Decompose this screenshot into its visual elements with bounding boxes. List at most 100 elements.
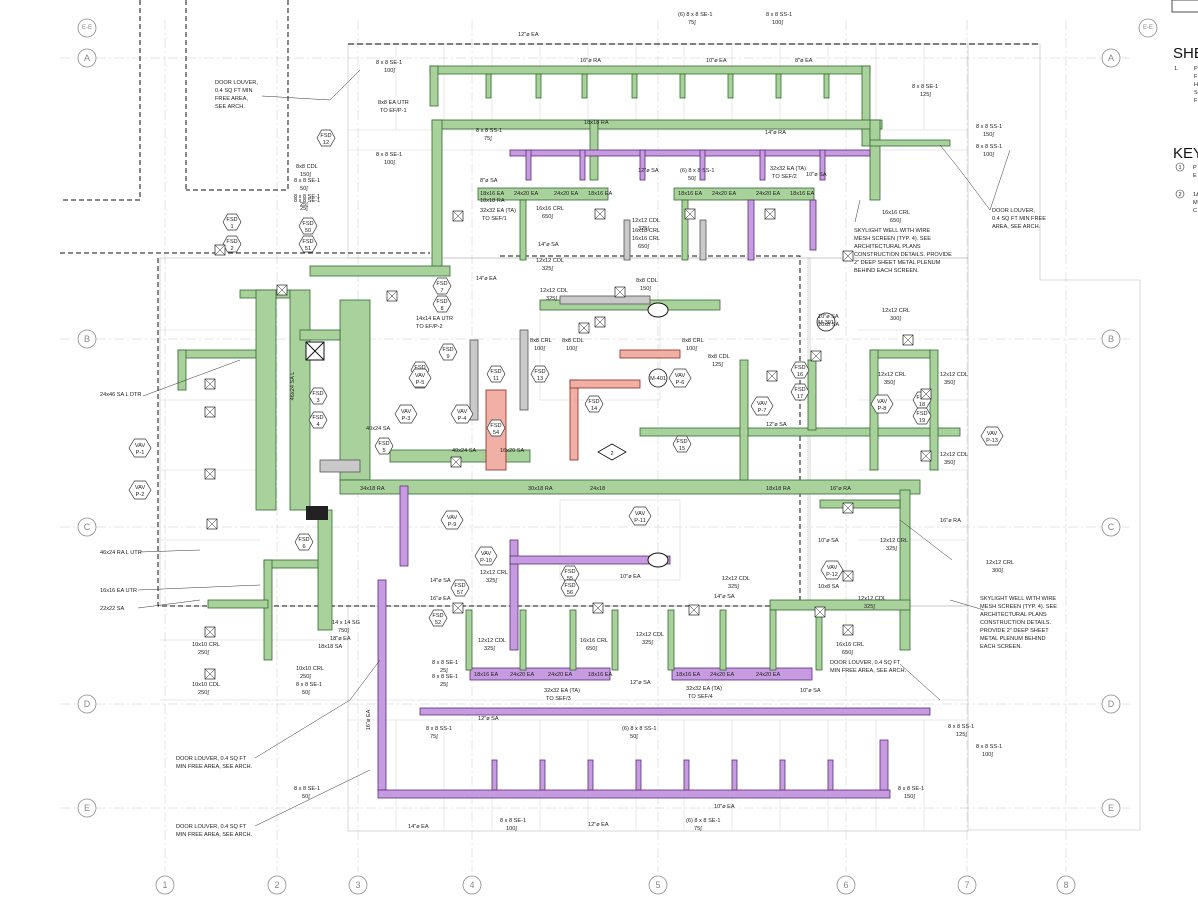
fsd-tag-type: FSD bbox=[226, 239, 237, 245]
diffuser-icon[interactable] bbox=[204, 626, 216, 638]
grid-ref-left: E-E bbox=[77, 18, 97, 38]
diffuser-icon[interactable] bbox=[814, 606, 826, 618]
diffuser-icon[interactable] bbox=[594, 316, 606, 328]
diffuser-icon[interactable] bbox=[450, 456, 462, 468]
diffuser-icon[interactable] bbox=[766, 370, 778, 382]
fsd-tag-type: FSD bbox=[564, 583, 575, 589]
label-l-50b: 50∫ bbox=[300, 186, 308, 192]
fan-m301[interactable]: M-301 bbox=[816, 312, 836, 332]
grid-column-6: 6 bbox=[836, 875, 856, 895]
label-l-650d: 650∫ bbox=[842, 650, 853, 656]
diffuser-icon[interactable] bbox=[592, 602, 604, 614]
diffuser-icon[interactable] bbox=[920, 388, 932, 400]
label-l-skylight-b1: SKYLIGHT WELL WITH WIRE bbox=[980, 596, 1056, 602]
grid-column-label: 8 bbox=[1063, 880, 1068, 890]
diffuser-icon[interactable] bbox=[452, 210, 464, 222]
diffuser-icon[interactable] bbox=[386, 290, 398, 302]
label-l-18x16ea-e: 18x16 EA bbox=[588, 672, 613, 678]
diffuser-icon[interactable] bbox=[842, 624, 854, 636]
diffuser-icon[interactable] bbox=[764, 208, 776, 220]
diffuser-icon[interactable] bbox=[594, 208, 606, 220]
left-supply-header bbox=[309, 265, 451, 277]
diffuser-icon[interactable] bbox=[206, 518, 218, 530]
exhaust-fan-unit[interactable] bbox=[306, 506, 328, 520]
diffuser-icon[interactable] bbox=[842, 502, 854, 514]
label-l-650e: 650∫ bbox=[586, 646, 597, 652]
diffuser-icon[interactable] bbox=[842, 250, 854, 262]
fsd-tag-number: 55 bbox=[567, 576, 573, 582]
diffuser-icon[interactable] bbox=[688, 604, 700, 616]
equipment-tag-2[interactable]: 2 bbox=[597, 443, 627, 461]
diffuser-icon[interactable] bbox=[204, 668, 216, 680]
diffuser-icon[interactable] bbox=[684, 208, 696, 220]
diffuser-icon[interactable] bbox=[810, 350, 822, 362]
grid-row-label: A bbox=[1108, 53, 1114, 63]
label-l-250c: 250∫ bbox=[300, 674, 311, 680]
fsd-tag-number: 52 bbox=[435, 620, 441, 626]
diffuser-icon[interactable] bbox=[204, 406, 216, 418]
diffuser-icon[interactable] bbox=[842, 570, 854, 582]
fan-m401[interactable]: M-401 bbox=[648, 368, 668, 388]
label-l-24x20ea-h: 24x20 EA bbox=[710, 672, 735, 678]
fsd-tag-number: 15 bbox=[679, 446, 685, 452]
label-l-14ea: 14"ø EA bbox=[476, 276, 497, 282]
diffuser-icon[interactable] bbox=[452, 602, 464, 614]
inline-fan-top[interactable] bbox=[647, 302, 669, 318]
inline-fan-bottom[interactable] bbox=[647, 552, 669, 568]
diffuser-icon[interactable] bbox=[214, 244, 226, 256]
diffuser-icon[interactable] bbox=[204, 378, 216, 390]
left-trunk-24x22ra bbox=[255, 289, 277, 511]
diffuser-icon[interactable] bbox=[902, 334, 914, 346]
diffuser-icon[interactable] bbox=[578, 322, 590, 334]
diffuser-icon[interactable] bbox=[204, 468, 216, 480]
diffuser-icon[interactable] bbox=[614, 286, 626, 298]
vav-tag-type: VAV bbox=[447, 515, 458, 521]
label-l-16ra: 16"ø RA bbox=[580, 58, 601, 64]
label-l-8x8crl: 8x8 CRL bbox=[530, 338, 552, 344]
label-l-8sa: 8"ø SA bbox=[480, 178, 498, 184]
fsd-tag-number: 6 bbox=[302, 544, 305, 550]
fsd-tag-number: 5 bbox=[382, 448, 385, 454]
diffuser-icon[interactable] bbox=[276, 284, 288, 296]
label-l-door-louver-tr2: 0.4 SQ FT MIN FREE bbox=[992, 216, 1046, 222]
diffuser-icon[interactable] bbox=[920, 450, 932, 462]
fsd-tag-number: 13 bbox=[537, 376, 543, 382]
